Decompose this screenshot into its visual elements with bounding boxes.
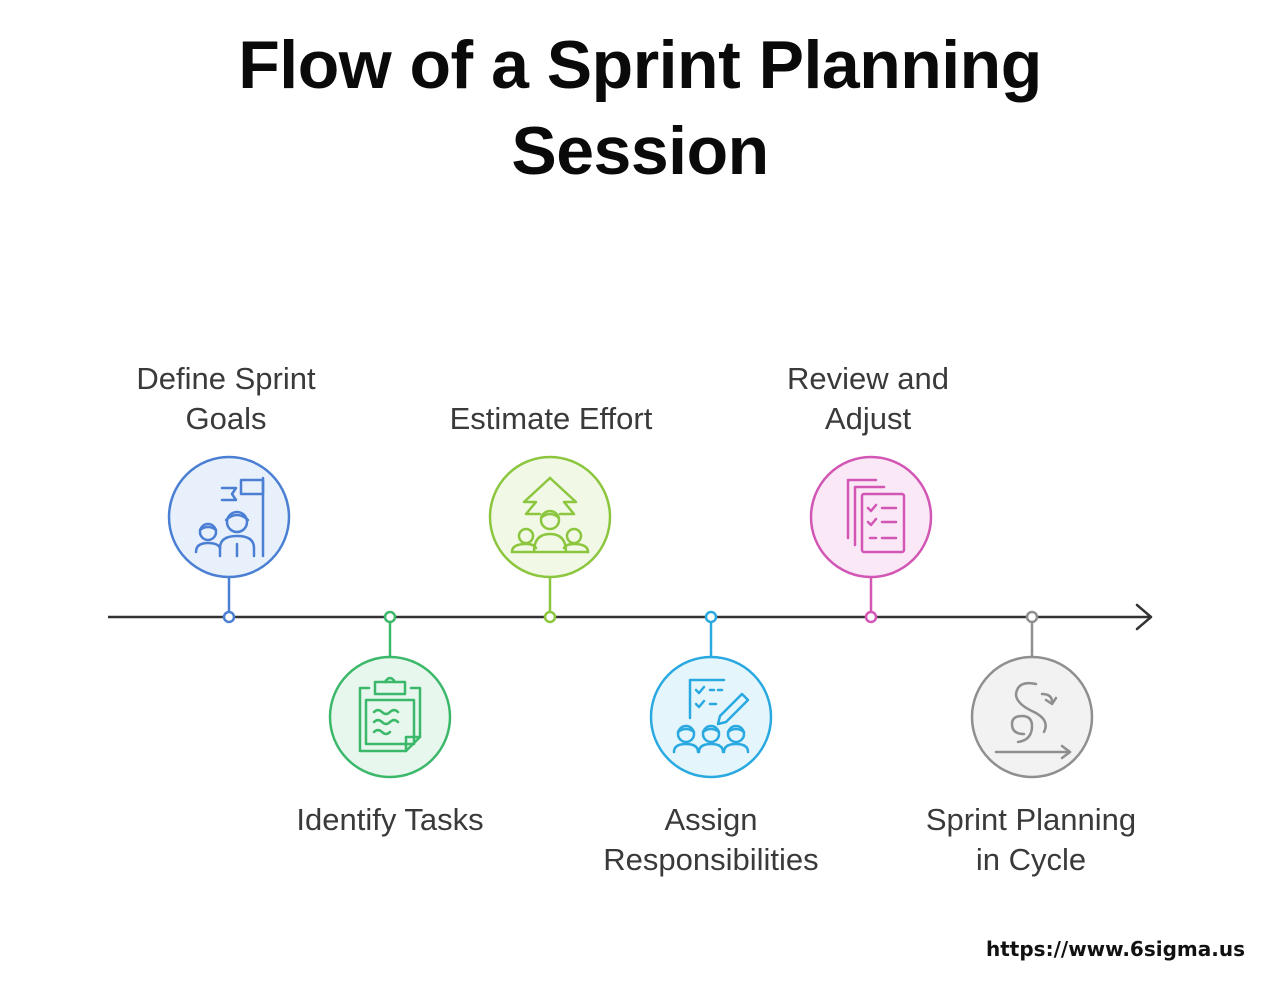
title-line-1: Flow of a Sprint Planning [238, 27, 1042, 103]
step-estimate-effort [488, 455, 612, 624]
step-2-label: Identify Tasks [240, 800, 540, 840]
step-5-label: Review and Adjust [718, 359, 1018, 439]
step-6-badge [970, 655, 1094, 779]
step-3-label: Estimate Effort [401, 399, 701, 439]
step-assign-responsibilities [649, 610, 773, 779]
step-5-label-line-2: Adjust [824, 401, 912, 436]
step-5-badge [809, 455, 933, 579]
step-define-sprint-goals [167, 455, 291, 624]
step-1-node [222, 610, 236, 624]
source-url: https://www.6sigma.us [986, 937, 1246, 961]
step-review-and-adjust [809, 455, 933, 624]
title-line-2: Session [511, 113, 769, 189]
step-2-label-line-1: Identify Tasks [296, 802, 484, 837]
step-6-label: Sprint Planning in Cycle [881, 800, 1181, 880]
step-4-label: Assign Responsibilities [561, 800, 861, 880]
step-4-label-line-2: Responsibilities [603, 842, 819, 877]
team-assignment-icon [672, 678, 750, 754]
step-2-badge [328, 655, 452, 779]
clipboard-tasks-icon [358, 676, 422, 753]
step-3-node [543, 610, 557, 624]
step-sprint-planning-in-cycle [970, 610, 1094, 779]
step-6-node [1025, 610, 1039, 624]
team-goal-flag-icon [194, 476, 265, 558]
step-3-label-line-1: Estimate Effort [449, 401, 653, 436]
step-4-label-line-1: Assign [664, 802, 758, 837]
step-1-label: Define Sprint Goals [76, 359, 376, 439]
step-4-node [704, 610, 718, 624]
cycle-arrow-icon [994, 681, 1072, 760]
diagram-title: Flow of a Sprint Planning Session [0, 22, 1280, 194]
step-6-label-line-2: in Cycle [975, 842, 1087, 877]
step-identify-tasks [328, 610, 452, 779]
step-1-label-line-2: Goals [185, 401, 267, 436]
step-6-label-line-1: Sprint Planning [925, 802, 1137, 837]
step-2-node [383, 610, 397, 624]
timeline-arrowhead [1135, 603, 1153, 631]
checklist-documents-icon [846, 478, 906, 554]
step-5-node [864, 610, 878, 624]
step-1-label-line-1: Define Sprint [136, 361, 316, 396]
team-growth-arrow-icon [510, 476, 590, 554]
step-3-badge [488, 455, 612, 579]
step-4-badge [649, 655, 773, 779]
step-5-label-line-1: Review and [787, 361, 949, 396]
